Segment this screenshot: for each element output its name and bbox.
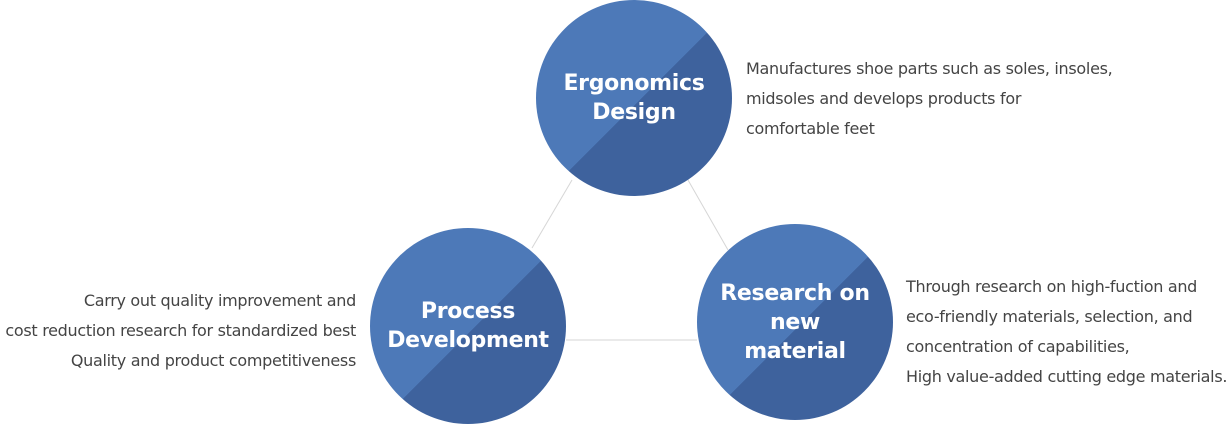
- research-new-material-circle: Research on new material: [697, 224, 893, 420]
- process-development-label: Process Development: [387, 299, 549, 353]
- connector-top-right: [687, 179, 729, 251]
- ergonomics-design-description: Manufactures shoe parts such as soles, i…: [746, 54, 1113, 144]
- description-line: eco-friendly materials, selection, and: [906, 307, 1193, 326]
- research-new-material-description: Through research on high-fuction and eco…: [906, 272, 1227, 392]
- description-line: Manufactures shoe parts such as soles, i…: [746, 59, 1113, 78]
- research-new-material-label: Research on new material: [720, 280, 870, 364]
- description-line: High value-added cutting edge materials.: [906, 367, 1228, 386]
- connector-top-left: [531, 179, 573, 249]
- ergonomics-design-label: Ergonomics Design: [563, 71, 705, 125]
- process-development-description: Carry out quality improvement and cost r…: [5, 286, 356, 376]
- description-line: cost reduction research for standardized…: [5, 321, 356, 340]
- description-line: Through research on high-fuction and: [906, 277, 1198, 296]
- description-line: midsoles and develops products for: [746, 89, 1022, 108]
- description-line: concentration of capabilities,: [906, 337, 1130, 356]
- ergonomics-design-circle: Ergonomics Design: [536, 0, 732, 196]
- description-line: comfortable feet: [746, 119, 875, 138]
- description-line: Carry out quality improvement and: [83, 291, 356, 310]
- description-line: Quality and product competitiveness: [70, 351, 356, 370]
- process-development-circle: Process Development: [370, 228, 566, 424]
